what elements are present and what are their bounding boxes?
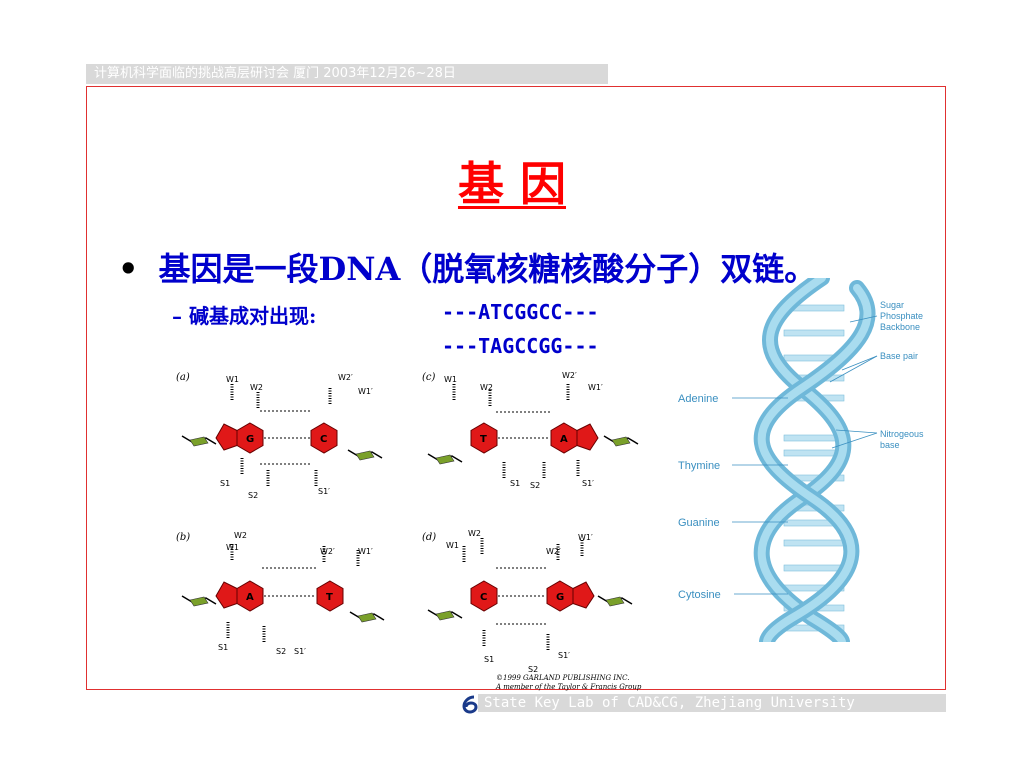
svg-text:S2: S2 — [276, 647, 286, 656]
svg-text:W2: W2 — [480, 383, 493, 392]
svg-text:S2: S2 — [248, 491, 258, 500]
svg-text:W1′: W1′ — [578, 533, 593, 542]
label-adenine: Adenine — [678, 393, 718, 405]
svg-text:W2′: W2′ — [562, 371, 577, 380]
panel-c-label: (c) — [422, 372, 436, 383]
bullet-item: • 基因是一段DNA（脱氧核糖核酸分子）双链。 — [118, 244, 816, 290]
svg-text:W2′: W2′ — [320, 547, 335, 556]
label-nitrogenous-2: base — [880, 440, 900, 450]
label-sugar-3: Backbone — [880, 322, 920, 332]
base-c2-label: C — [480, 592, 487, 603]
lab-logo-icon — [462, 695, 478, 714]
label-nitrogenous-1: Nitrogeous — [880, 429, 924, 439]
svg-text:S1: S1 — [218, 643, 228, 652]
panel-d: (d) C G W1 W2 W2′ W1′ S1 S1′ S2 — [422, 529, 633, 674]
svg-text:W1′: W1′ — [588, 383, 603, 392]
sequence-bottom: ---TAGCCGG--- — [442, 334, 599, 358]
label-sugar-1: Sugar — [880, 300, 904, 310]
svg-text:S2: S2 — [528, 665, 538, 674]
panel-a-label: (a) — [176, 372, 190, 383]
sequence-top: ---ATCGGCC--- — [442, 300, 599, 324]
svg-text:W1: W1 — [226, 375, 239, 384]
svg-text:S1: S1 — [484, 655, 494, 664]
svg-text:S1′: S1′ — [558, 651, 570, 660]
base-g-label: G — [246, 434, 254, 445]
base-g2-label: G — [556, 592, 564, 603]
svg-text:W2: W2 — [234, 531, 247, 540]
svg-text:W2′: W2′ — [546, 547, 561, 556]
label-cytosine: Cytosine — [678, 589, 721, 601]
dna-helix-figure: Sugar Phosphate Backbone Base pair Nitro… — [678, 278, 924, 642]
base-t-label: T — [480, 434, 487, 445]
svg-text:S1′: S1′ — [318, 487, 330, 496]
sub-bullet-label: – 碱基成对出现: — [172, 304, 317, 328]
bullet-dot-icon: • — [118, 250, 139, 288]
svg-text:W1: W1 — [444, 375, 457, 384]
svg-text:S1′: S1′ — [582, 479, 594, 488]
svg-text:S1′: S1′ — [294, 647, 306, 656]
svg-text:S1: S1 — [510, 479, 520, 488]
svg-text:W1′: W1′ — [358, 387, 373, 396]
conference-header: 计算机科学面临的挑战高层研讨会 厦门 2003年12月26~28日 — [86, 64, 608, 84]
svg-text:S1: S1 — [220, 479, 230, 488]
helix-rung — [783, 329, 845, 337]
base-c-label: C — [320, 434, 327, 445]
panel-b-label: (b) — [176, 532, 190, 543]
copyright-note: ©1999 GARLAND PUBLISHING INC. A member o… — [496, 674, 642, 691]
svg-text:W1′: W1′ — [358, 547, 373, 556]
label-base-pair: Base pair — [880, 351, 918, 361]
helix-rung — [783, 539, 845, 547]
svg-text:W1: W1 — [226, 543, 239, 552]
base-t2-label: T — [326, 592, 333, 603]
base-a2-label: A — [246, 592, 254, 603]
footer-lab-name: State Key Lab of CAD&CG, Zhejiang Univer… — [478, 694, 946, 712]
label-guanine: Guanine — [678, 517, 720, 529]
slide-frame — [86, 86, 946, 690]
svg-text:W1: W1 — [446, 541, 459, 550]
slide-title: 基 因 — [457, 157, 566, 211]
label-sugar-2: Phosphate — [880, 311, 923, 321]
panel-d-label: (d) — [422, 532, 436, 543]
base-a-label: A — [560, 434, 568, 445]
bullet-text: 基因是一段DNA（脱氧核糖核酸分子）双链。 — [158, 250, 817, 288]
label-thymine: Thymine — [678, 460, 720, 472]
helix-rung — [783, 564, 845, 572]
svg-text:W2: W2 — [250, 383, 263, 392]
svg-text:S2: S2 — [530, 481, 540, 490]
svg-text:W2: W2 — [468, 529, 481, 538]
svg-text:W2′: W2′ — [338, 373, 353, 382]
